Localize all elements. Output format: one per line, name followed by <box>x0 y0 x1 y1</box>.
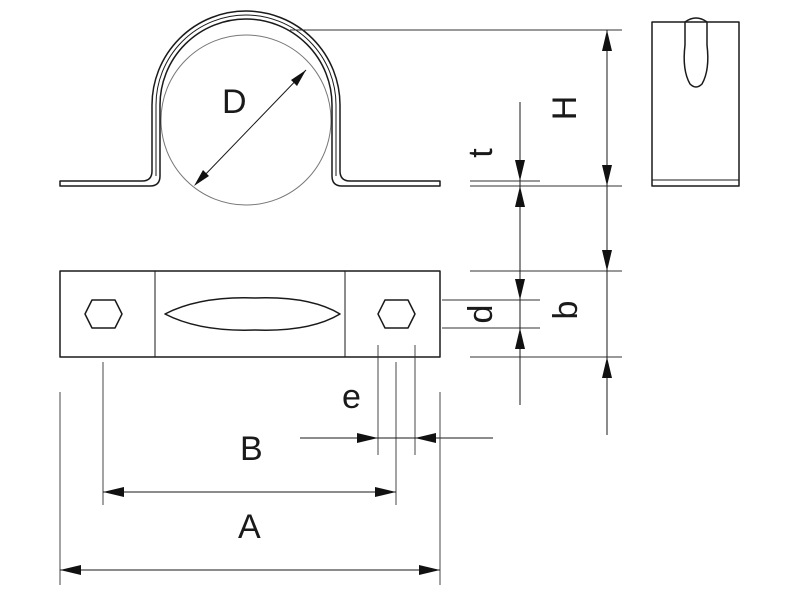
label-B: B <box>240 430 263 468</box>
label-b: b <box>547 301 585 320</box>
label-D: D <box>222 83 247 121</box>
B-dimension: B <box>102 362 396 505</box>
label-t: t <box>462 148 500 158</box>
pipe-circle <box>160 34 332 206</box>
saddle-inner-line <box>155 14 337 176</box>
left-hole <box>84 299 123 329</box>
plan-view <box>59 270 441 358</box>
right-hole <box>377 299 416 329</box>
front-view: D <box>59 10 441 206</box>
A-dimension: A <box>59 392 441 585</box>
side-slot <box>683 17 709 88</box>
e-dimension: e <box>300 345 493 505</box>
label-A: A <box>238 508 261 546</box>
side-view <box>651 17 740 187</box>
H-b-dimension: H b <box>546 30 612 435</box>
saddle-outer-outline <box>59 10 441 187</box>
label-e: e <box>342 378 361 416</box>
center-slot <box>164 297 341 331</box>
label-H: H <box>546 96 584 121</box>
label-d: d <box>462 305 500 324</box>
t-d-dimension: t d <box>462 102 525 405</box>
